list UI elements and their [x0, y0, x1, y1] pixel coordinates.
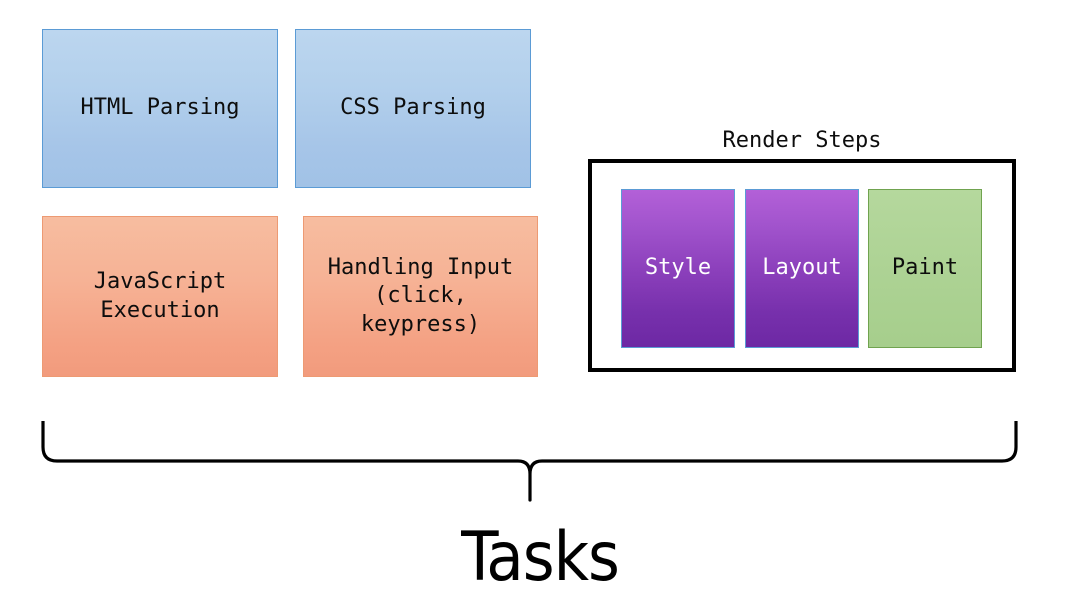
- render-step-layout[interactable]: Layout: [745, 189, 859, 348]
- task-box-javascript-execution[interactable]: JavaScript Execution: [42, 216, 278, 377]
- render-step-paint[interactable]: Paint: [868, 189, 982, 348]
- render-step-label: Paint: [891, 255, 959, 281]
- task-box-label: CSS Parsing: [340, 95, 486, 121]
- tasks-caption: Tasks: [461, 518, 620, 597]
- task-box-css-parsing[interactable]: CSS Parsing: [295, 29, 531, 188]
- render-steps-title: Render Steps: [722, 128, 882, 153]
- task-box-label: JavaScript Execution: [93, 269, 227, 323]
- task-box-label: HTML Parsing: [80, 95, 240, 121]
- grouping-brace: [41, 421, 1018, 502]
- render-step-style[interactable]: Style: [621, 189, 735, 348]
- task-box-html-parsing[interactable]: HTML Parsing: [42, 29, 278, 188]
- task-box-label: Handling Input (click, keypress): [327, 255, 514, 337]
- render-step-label: Layout: [762, 255, 842, 281]
- render-step-label: Style: [644, 255, 712, 281]
- task-box-handling-input[interactable]: Handling Input (click, keypress): [303, 216, 538, 377]
